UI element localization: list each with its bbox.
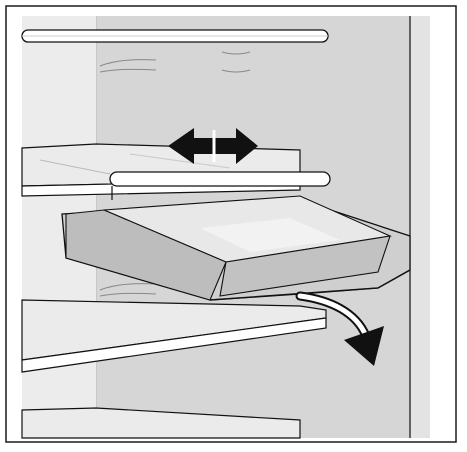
glass-shelf xyxy=(22,144,300,196)
top-shelf xyxy=(22,30,328,42)
